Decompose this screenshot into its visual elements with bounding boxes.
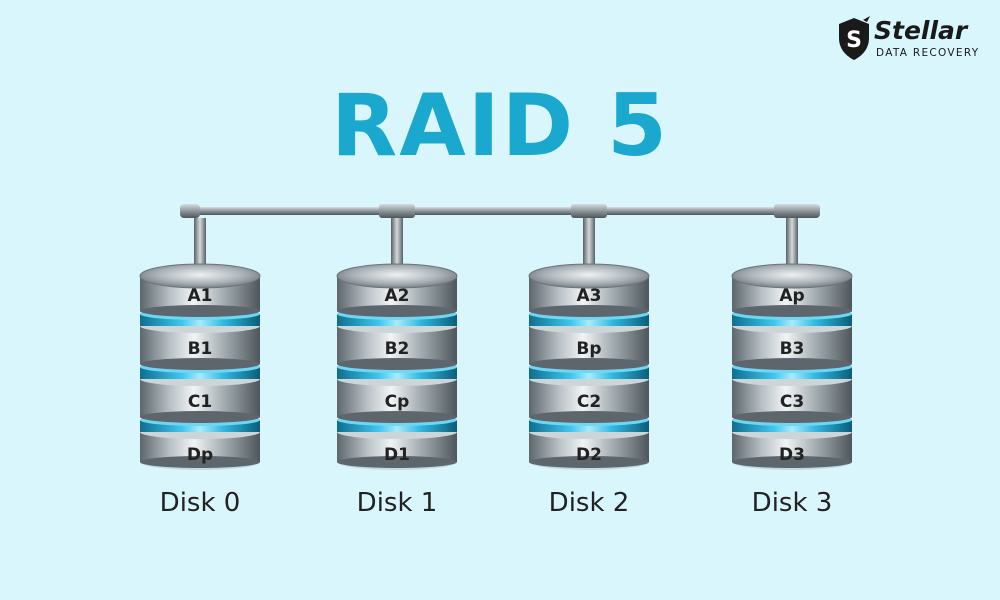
block-label: C3 [779,392,805,412]
disk-name: Disk 0 [159,488,241,518]
disk-0: A1 B1 C1 Dp [137,262,263,472]
disk-name: Disk 2 [548,488,630,518]
block-label: C2 [576,392,602,412]
svg-text:S: S [846,28,862,53]
stellar-logo: S Stellar DATA RECOVERY [836,16,986,66]
logo-name: Stellar [874,16,968,45]
block-label: A3 [576,286,602,306]
disk-2: A3 Bp C2 D2 [526,262,652,472]
disk-1: A2 B2 Cp D1 [334,262,460,472]
block-label: A2 [384,286,410,306]
block-label: A1 [187,286,213,306]
block-label: D2 [576,445,602,465]
block-label: B2 [384,339,410,359]
page-title: RAID 5 [331,76,669,176]
block-label: Bp [576,339,602,359]
block-label: Dp [186,445,214,465]
block-label: B3 [779,339,805,359]
disk-3: Ap B3 C3 D3 [729,262,855,472]
block-label: C1 [187,392,213,412]
disk-name: Disk 1 [356,488,438,518]
block-label: D1 [384,445,410,465]
block-label: B1 [187,339,213,359]
shield-icon: S [839,16,870,60]
disk-name: Disk 3 [751,488,833,518]
block-label: D3 [779,445,805,465]
block-label: Ap [779,286,805,306]
block-label: Cp [384,392,410,412]
logo-tagline: DATA RECOVERY [876,47,980,59]
